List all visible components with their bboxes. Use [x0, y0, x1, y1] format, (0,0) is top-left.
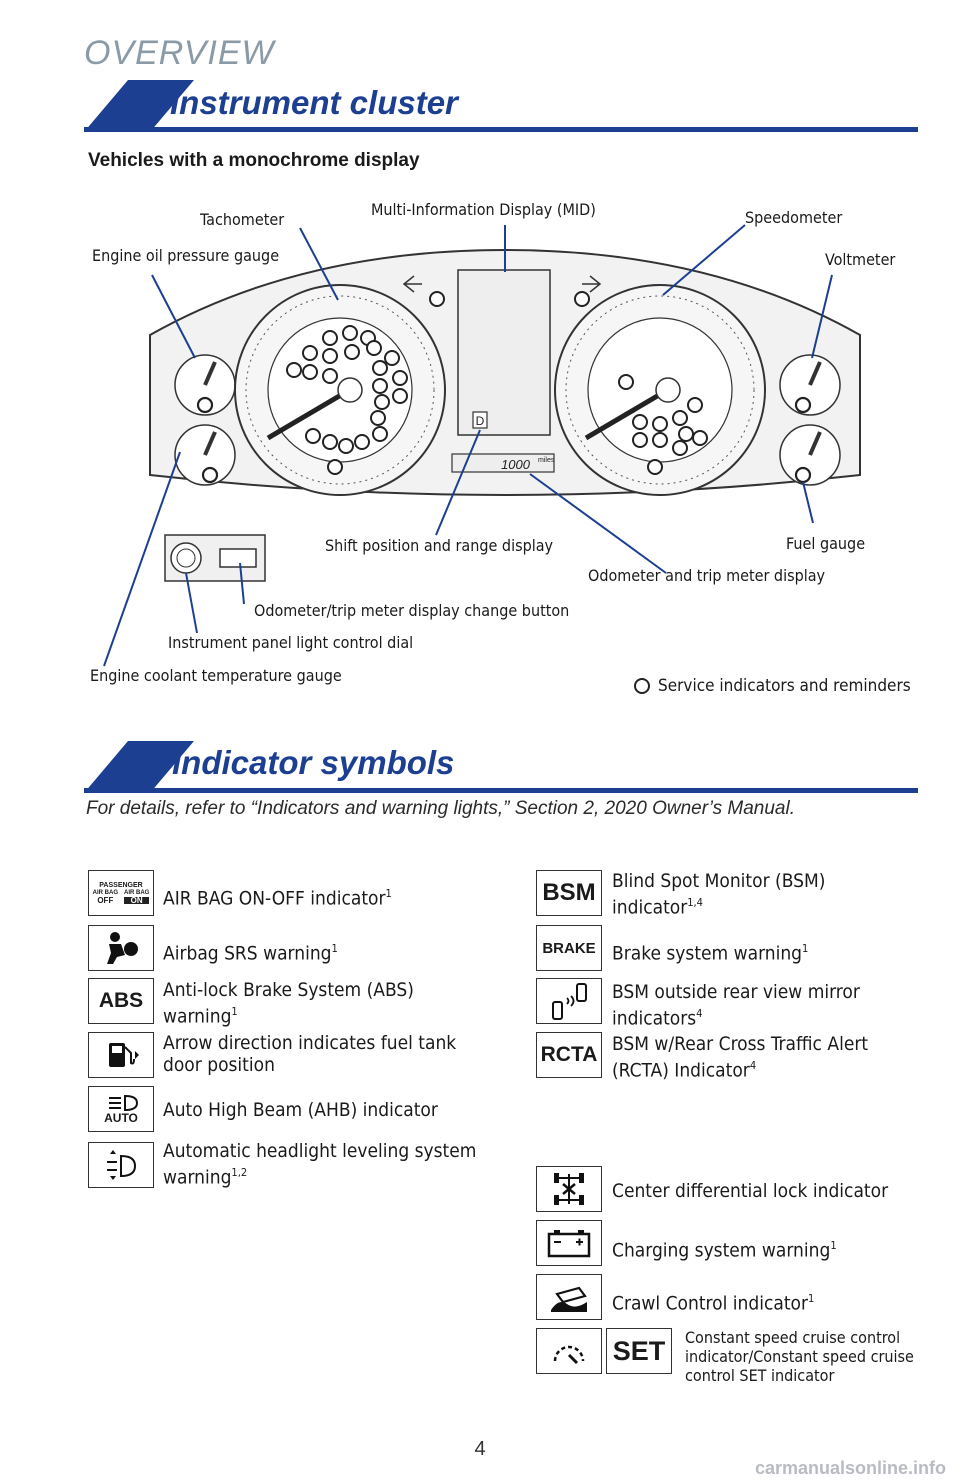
- indicator-airbag-onoff: AIR BAG ON-OFF indicator1: [163, 883, 392, 909]
- indicator-headlight-leveling: Automatic headlight leveling system warn…: [163, 1140, 483, 1188]
- fuel-door-icon: [88, 1032, 154, 1078]
- bsm-mirror-icon: [536, 978, 602, 1024]
- indicator-charging: Charging system warning1: [612, 1235, 837, 1261]
- indicator-abs: Anti-lock Brake System (ABS) warning1: [163, 979, 463, 1027]
- page-number: 4: [474, 1438, 486, 1460]
- indicator-sup: 1: [808, 1292, 815, 1305]
- cruise-control-icon: [536, 1328, 602, 1374]
- indicator-text: Constant speed cruise control indicator/…: [685, 1328, 914, 1385]
- label-voltmeter: Voltmeter: [825, 250, 896, 269]
- airbag-icon-l1: AIR BAG: [92, 890, 118, 896]
- indicator-crawl: Crawl Control indicator1: [612, 1288, 814, 1314]
- indicator-text: Crawl Control indicator: [612, 1292, 809, 1315]
- airbag-icon-top: PASSENGER: [99, 882, 143, 889]
- indicator-sup: 1: [802, 942, 809, 955]
- indicator-fuel-door: Arrow direction indicates fuel tank door…: [163, 1032, 463, 1076]
- cruise-set-icon: SET: [606, 1328, 672, 1374]
- label-tachometer: Tachometer: [200, 210, 285, 229]
- indicator-text: Automatic headlight leveling system warn…: [163, 1140, 477, 1189]
- indicator-text: Airbag SRS warning: [163, 942, 332, 965]
- bsm-icon: BSM: [536, 870, 602, 916]
- label-service: Service indicators and reminders: [658, 676, 911, 696]
- auto-icon-text: AUTO: [104, 1111, 138, 1125]
- section-title-indicators: Indicator symbols: [172, 744, 455, 781]
- crawl-control-icon: [536, 1274, 602, 1320]
- section-rule: [84, 127, 918, 132]
- watermark: carmanualsonline.info: [754, 1458, 946, 1478]
- odometer-unit: miles: [538, 457, 555, 464]
- headlight-leveling-icon: [88, 1142, 154, 1188]
- label-fuel-gauge: Fuel gauge: [786, 534, 866, 553]
- label-odometer-display: Odometer and trip meter display: [588, 566, 826, 585]
- instrument-cluster-illustration: D 1000 miles: [103, 224, 861, 667]
- indicator-note: For details, refer to “Indicators and wa…: [86, 798, 795, 819]
- indicator-text: Auto High Beam (AHB) indicator: [163, 1099, 438, 1121]
- label-speedometer: Speedometer: [745, 208, 843, 227]
- airbag-icon-r2: ON: [124, 897, 150, 905]
- indicator-text: Center differential lock indicator: [612, 1180, 889, 1202]
- indicator-sup: 4: [696, 1007, 703, 1020]
- label-coolant: Engine coolant temperature gauge: [90, 666, 342, 685]
- abs-icon: ABS: [88, 978, 154, 1024]
- voltmeter-gauge: [779, 354, 841, 416]
- label-shift-position: Shift position and range display: [325, 536, 554, 555]
- control-inset: [164, 534, 266, 582]
- speedometer-dial: [554, 284, 766, 496]
- airbag-srs-icon: [88, 925, 154, 971]
- indicator-ahb: Auto High Beam (AHB) indicator: [163, 1099, 438, 1121]
- indicator-sup: 1,2: [231, 1166, 248, 1179]
- brake-icon: BRAKE: [536, 925, 602, 971]
- label-light-dial: Instrument panel light control dial: [168, 633, 414, 652]
- oil-pressure-gauge: [174, 354, 236, 416]
- cluster-subheading: Vehicles with a monochrome display: [88, 150, 420, 171]
- center-diff-lock-icon: [536, 1166, 602, 1212]
- indicator-sup: 1: [830, 1239, 837, 1252]
- indicator-center-diff: Center differential lock indicator: [612, 1180, 888, 1202]
- indicator-bsm: Blind Spot Monitor (BSM) indicator1,4: [612, 870, 912, 918]
- indicator-sup: 1: [231, 1005, 238, 1018]
- indicator-sup: 1: [331, 942, 338, 955]
- indicator-airbag-srs: Airbag SRS warning1: [163, 938, 338, 964]
- battery-icon: [536, 1220, 602, 1266]
- indicator-sup: 1: [385, 887, 392, 900]
- leader-lines: [103, 224, 833, 667]
- indicator-brake: Brake system warning1: [612, 938, 808, 964]
- indicator-sup: 4: [749, 1059, 757, 1072]
- airbag-icon-l2: OFF: [97, 896, 114, 905]
- multi-information-display: D 1000 miles: [402, 269, 602, 473]
- overview-heading: OVERVIEW: [84, 34, 275, 72]
- gear-indicator: D: [476, 414, 485, 428]
- indicator-text: BSM w/Rear Cross Traffic Alert (RCTA) In…: [612, 1033, 869, 1082]
- indicator-text: Blind Spot Monitor (BSM) indicator: [612, 870, 826, 919]
- section-title-cluster: Instrument cluster: [170, 84, 458, 121]
- indicator-cruise: Constant speed cruise control indicator/…: [685, 1328, 920, 1385]
- fuel-gauge: [779, 424, 841, 486]
- indicator-text: AIR BAG ON-OFF indicator: [163, 887, 386, 910]
- coolant-gauge: [174, 424, 236, 486]
- auto-high-beam-icon: AUTO: [88, 1086, 154, 1132]
- indicator-text: BSM outside rear view mirror indicators: [612, 981, 860, 1030]
- airbag-icon-r1: AIR BAG: [124, 890, 150, 896]
- service-indicator-icon: [634, 678, 650, 694]
- indicator-bsm-mirror: BSM outside rear view mirror indicators4: [612, 981, 912, 1029]
- indicator-text: Charging system warning: [612, 1239, 831, 1262]
- label-mid: Multi-Information Display (MID): [371, 200, 596, 219]
- indicator-sup: 1,4: [687, 896, 703, 909]
- indicator-text: Anti-lock Brake System (ABS) warning: [163, 979, 414, 1028]
- section-rule-indicators: [84, 788, 918, 793]
- tachometer-dial: [234, 284, 446, 496]
- service-legend: Service indicators and reminders: [634, 676, 911, 696]
- indicator-rcta: BSM w/Rear Cross Traffic Alert (RCTA) In…: [612, 1033, 912, 1081]
- indicator-text: Arrow direction indicates fuel tank door…: [163, 1032, 457, 1076]
- rcta-icon: RCTA: [536, 1032, 602, 1078]
- odometer-readout: 1000: [501, 457, 531, 472]
- label-oil-pressure: Engine oil pressure gauge: [92, 246, 280, 265]
- label-odo-button: Odometer/trip meter display change butto…: [254, 601, 570, 620]
- indicator-text: Brake system warning: [612, 942, 803, 965]
